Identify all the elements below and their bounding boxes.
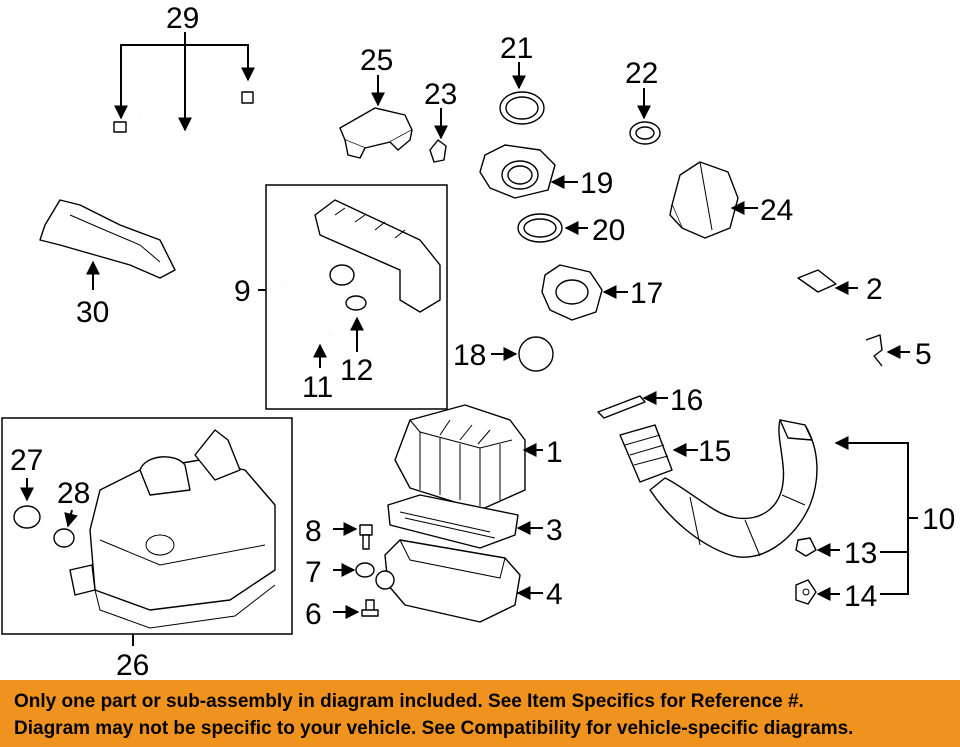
part-3-filter	[387, 494, 543, 549]
parts-diagram: 29 25 21 23 22 19 24 20 9 30 17 2 12 11 …	[1, 2, 955, 680]
part-15-bellows	[619, 424, 698, 483]
part-20-ring	[517, 213, 588, 243]
group-26-box	[1, 417, 293, 646]
part-29-hose	[113, 91, 254, 144]
callout-18: 18	[453, 339, 486, 372]
callout-26: 26	[116, 649, 149, 680]
disclaimer-line-2: Diagram may not be specific to your vehi…	[14, 718, 854, 739]
callout-10: 10	[922, 503, 955, 536]
part-19-throttle	[479, 144, 578, 199]
callout-7: 7	[305, 556, 322, 589]
callout-25: 25	[360, 44, 393, 77]
part-13-grommet	[795, 537, 840, 557]
part-25-cover	[339, 75, 413, 159]
callout-14: 14	[844, 580, 877, 613]
callout-29: 29	[166, 2, 199, 35]
callout-24: 24	[760, 194, 793, 227]
part-24-resonator	[669, 161, 758, 239]
callout-8: 8	[305, 515, 322, 548]
part-10-duct	[649, 419, 918, 595]
callout-19: 19	[580, 167, 613, 200]
callout-11: 11	[302, 371, 333, 404]
part-4-housing-lower	[375, 539, 543, 623]
callout-6: 6	[305, 598, 322, 631]
group-9-box	[258, 184, 448, 410]
callout-3: 3	[546, 514, 563, 547]
callout-30: 30	[76, 296, 109, 329]
callout-28: 28	[57, 477, 90, 510]
part-22-clamp	[629, 88, 661, 145]
callout-17: 17	[630, 277, 663, 310]
callout-20: 20	[592, 214, 625, 247]
callout-23: 23	[424, 78, 457, 111]
callout-5: 5	[915, 338, 932, 371]
part-21-ring	[499, 62, 545, 125]
callout-21: 21	[500, 32, 533, 65]
part-17-sensor	[541, 264, 628, 321]
callout-1: 1	[546, 436, 563, 469]
callout-16: 16	[670, 384, 703, 417]
callout-15: 15	[698, 435, 731, 468]
callout-22: 22	[625, 57, 658, 90]
callout-9: 9	[234, 275, 251, 308]
disclaimer-line-1: Only one part or sub-assembly in diagram…	[14, 691, 804, 712]
part-18-seal	[491, 336, 554, 372]
part-29-leaders	[114, 32, 255, 132]
part-8-bolt	[333, 522, 373, 550]
callout-13: 13	[844, 537, 877, 570]
part-23-clip	[429, 108, 448, 163]
part-2-label	[797, 269, 858, 295]
callout-27: 27	[10, 444, 43, 477]
part-5-clip	[865, 334, 910, 367]
part-14-bracket	[795, 579, 840, 605]
callout-2: 2	[866, 273, 883, 306]
part-16-strip	[597, 391, 668, 419]
disclaimer-banner: Only one part or sub-assembly in diagram…	[0, 680, 960, 747]
callout-4: 4	[546, 578, 563, 611]
callout-12: 12	[340, 354, 373, 387]
part-30-deflector	[39, 199, 176, 290]
part-7-grommet	[333, 562, 375, 578]
part-6-bolt	[333, 599, 379, 619]
part-1-housing-top	[394, 404, 543, 511]
